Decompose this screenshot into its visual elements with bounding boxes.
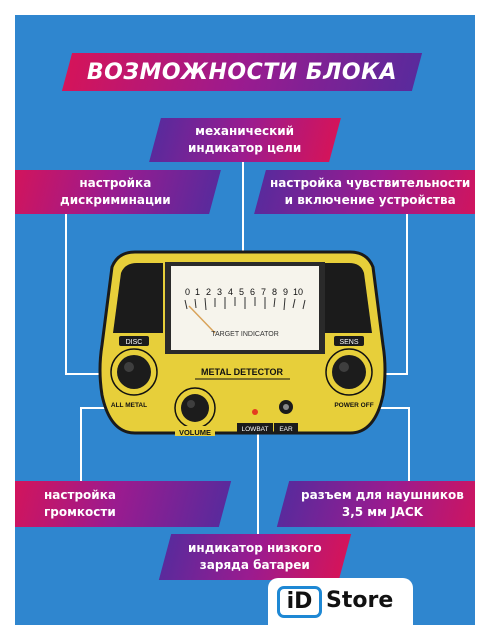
sens-dial-ring (325, 348, 373, 396)
meter-number: 3 (217, 287, 222, 297)
feature-card: ВОЗМОЖНОСТИ БЛОКА механический индикатор… (15, 15, 475, 625)
ear-jack-hole (283, 404, 289, 410)
connector-volume-v (80, 407, 82, 481)
connector-headphones-v (408, 407, 410, 481)
idstore-logo: iD Store (268, 578, 413, 625)
connector-discrimination-h (65, 373, 120, 375)
device-name: METAL DETECTOR (201, 367, 284, 377)
connector-low-battery (257, 415, 259, 534)
disc-label: DISC (126, 339, 143, 346)
ear-label: EAR (279, 426, 293, 433)
disc-dial-ring (110, 348, 158, 396)
meter-number: 0 (185, 287, 190, 297)
meter-number: 6 (250, 287, 255, 297)
logo-id: iD (277, 586, 322, 618)
volume-knob[interactable] (181, 394, 209, 422)
sens-label: SENS (339, 339, 358, 346)
power-off-label: POWER OFF (334, 402, 373, 409)
logo-store: Store (326, 588, 394, 613)
metal-detector-unit: 0 1 2 3 4 5 6 7 8 9 10 TARGET INDICATOR … (98, 250, 387, 437)
meter-scale (184, 297, 306, 311)
meter-number: 9 (283, 287, 288, 297)
right-speaker-grill (325, 263, 372, 333)
volume-knob-highlight (187, 400, 195, 408)
lowbat-label: LOWBAT (242, 426, 269, 433)
meter-number: 4 (228, 287, 233, 297)
ear-label-plate (274, 423, 298, 433)
disc-label-plate (119, 336, 149, 346)
sens-knob-highlight (339, 362, 349, 372)
meter-number: 5 (239, 287, 244, 297)
meter-number: 1 (195, 287, 200, 297)
lowbat-label-plate (237, 423, 273, 433)
connector-sensitivity-h (370, 373, 408, 375)
volume-label-plate (175, 426, 215, 436)
meter-number: 7 (261, 287, 266, 297)
meter-number: 2 (206, 287, 211, 297)
connector-sensitivity-v (406, 214, 408, 374)
disc-knob[interactable] (117, 355, 151, 389)
meter-caption: TARGET INDICATOR (211, 331, 279, 338)
meter-number: 10 (293, 287, 303, 297)
connector-discrimination-v (65, 214, 67, 374)
all-metal-label: ALL METAL (111, 402, 147, 409)
meter-needle (188, 305, 216, 334)
sens-label-plate (334, 336, 364, 346)
connector-indicator (242, 162, 244, 282)
sens-knob[interactable] (332, 355, 366, 389)
disc-knob-highlight (124, 362, 134, 372)
meter-number: 8 (272, 287, 277, 297)
lowbat-led (252, 409, 258, 415)
volume-label: VOLUME (179, 428, 211, 437)
left-speaker-grill (113, 263, 163, 333)
